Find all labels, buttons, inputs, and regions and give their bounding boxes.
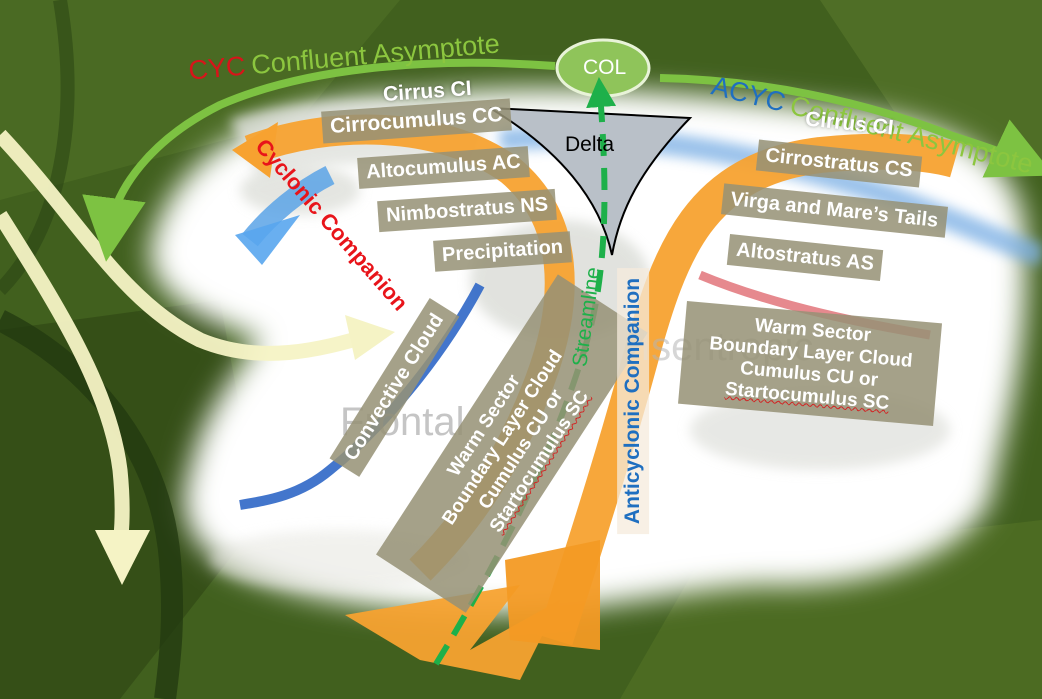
cirrocumulus-label: Cirrocumulus CC xyxy=(329,103,504,138)
delta-shape xyxy=(489,107,693,256)
low-level-jet-head xyxy=(95,530,150,585)
terrain-patch xyxy=(0,300,260,699)
delta-label: Delta xyxy=(565,133,615,156)
low-level-dark-flow xyxy=(0,310,184,699)
anticyclonic-companion-text: Anticyclonic Companion xyxy=(621,277,645,525)
low-level-jet xyxy=(0,129,373,361)
precipitation-label: Precipitation xyxy=(441,235,564,267)
altocumulus-label: Altocumulus AC xyxy=(365,150,522,184)
cyc-prefix: CYC xyxy=(187,50,247,86)
low-level-dark-flow xyxy=(0,0,75,295)
anticyclonic-asymptote-arrow xyxy=(659,74,1042,178)
cyclonic-companion-head xyxy=(232,122,278,178)
low-level-jet-head xyxy=(345,315,395,360)
terrain-patch xyxy=(0,0,400,200)
anticyclonic-companion-box: Anticyclonic Companion xyxy=(617,267,650,535)
right-warm-sector-box: Warm Sector Boundary Layer Cloud Cumulus… xyxy=(677,301,943,427)
nimbostratus-label: Nimbostratus NS xyxy=(385,193,549,227)
cyclonic-asymptote-arrow xyxy=(82,58,556,262)
col-label: COL xyxy=(583,56,627,79)
anticyclonic-companion-base xyxy=(505,540,600,650)
blue-arrowhead xyxy=(235,215,300,265)
